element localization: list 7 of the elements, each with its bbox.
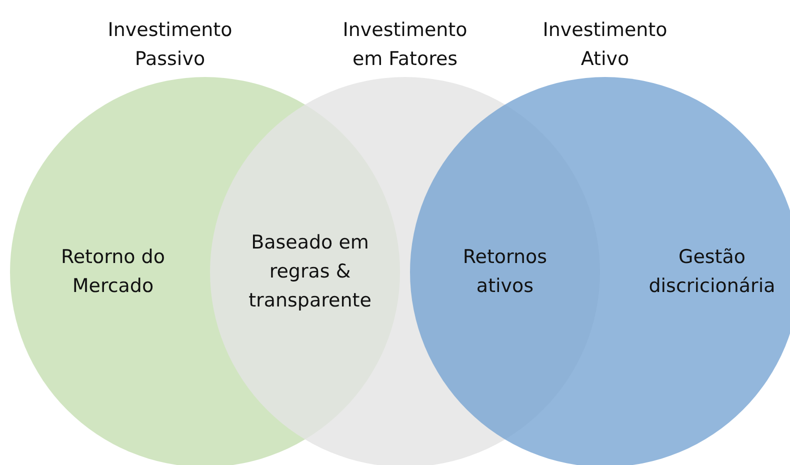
circle-heading: Investimento Ativo bbox=[542, 18, 668, 72]
overlap-text: Baseado em regras & transparente bbox=[248, 230, 372, 314]
circle-text: Retorno do Mercado bbox=[60, 245, 166, 299]
overlap-text: Retornos ativos bbox=[462, 245, 548, 299]
circle-heading: Investimento em Fatores bbox=[342, 18, 468, 72]
circle-text: Gestão discricionária bbox=[648, 245, 776, 299]
circle-heading: Investimento Passivo bbox=[106, 18, 234, 72]
